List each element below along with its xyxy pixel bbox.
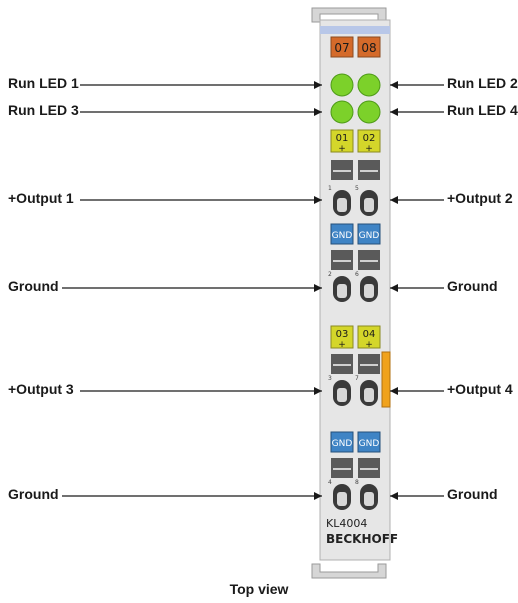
output-tag-04 xyxy=(357,325,381,349)
label-ground-2: Ground xyxy=(447,278,498,294)
output-tag-03-plus: + xyxy=(338,340,346,350)
gnd-tag-1a xyxy=(330,223,354,245)
module-top-band xyxy=(320,26,390,34)
top-clip xyxy=(311,7,387,23)
output-tag-02 xyxy=(357,129,381,153)
gnd-tag-2b xyxy=(357,431,381,453)
run-led-3 xyxy=(330,100,354,124)
label-output-3: +Output 3 xyxy=(8,381,74,397)
gnd-tag-2b-text: GND xyxy=(359,439,380,449)
label-output-1: +Output 1 xyxy=(8,190,74,206)
gnd-tag-2a xyxy=(330,431,354,453)
terminal-number-5: 5 xyxy=(355,185,359,192)
label-output-2: +Output 2 xyxy=(447,190,513,206)
terminal-number-3: 3 xyxy=(328,375,332,382)
label-run-led-3: Run LED 3 xyxy=(8,102,79,118)
brand-name: BECKHOFF xyxy=(326,532,398,546)
run-led-4 xyxy=(357,100,381,124)
top-tag-08-text: 08 xyxy=(361,41,376,55)
output-tag-03 xyxy=(330,325,354,349)
terminal-number-7: 7 xyxy=(355,375,359,382)
side-latch xyxy=(381,351,391,408)
gnd-tag-1b xyxy=(357,223,381,245)
label-ground-4: Ground xyxy=(447,486,498,502)
label-output-4: +Output 4 xyxy=(447,381,513,397)
bottom-clip xyxy=(311,563,387,579)
output-tag-02-plus: + xyxy=(365,144,373,154)
gnd-tag-2a-text: GND xyxy=(332,439,353,449)
label-run-led-4: Run LED 4 xyxy=(447,102,518,118)
top-tag-08 xyxy=(357,36,381,58)
output-tag-04-text: 04 xyxy=(363,329,376,340)
output-tag-01-plus: + xyxy=(338,144,346,154)
output-tag-01 xyxy=(330,129,354,153)
run-led-1 xyxy=(330,73,354,97)
top-tag-07 xyxy=(330,36,354,58)
run-led-2 xyxy=(357,73,381,97)
terminal-number-8: 8 xyxy=(355,479,359,486)
label-run-led-2: Run LED 2 xyxy=(447,75,518,91)
label-ground-3: Ground xyxy=(8,486,59,502)
terminal-number-2: 2 xyxy=(328,271,332,278)
gnd-tag-1a-text: GND xyxy=(332,231,353,241)
terminal-number-6: 6 xyxy=(355,271,359,278)
model-number: KL4004 xyxy=(326,517,367,530)
output-tag-03-text: 03 xyxy=(336,329,349,340)
output-tag-01-text: 01 xyxy=(336,133,349,144)
gnd-tag-1b-text: GND xyxy=(359,231,380,241)
output-tag-04-plus: + xyxy=(365,340,373,350)
label-ground-1: Ground xyxy=(8,278,59,294)
caption-top-view: Top view xyxy=(229,581,289,597)
label-run-led-1: Run LED 1 xyxy=(8,75,79,91)
terminal-number-4: 4 xyxy=(328,479,332,486)
output-tag-02-text: 02 xyxy=(363,133,376,144)
top-tag-07-text: 07 xyxy=(334,41,349,55)
terminal-number-1: 1 xyxy=(328,185,332,192)
